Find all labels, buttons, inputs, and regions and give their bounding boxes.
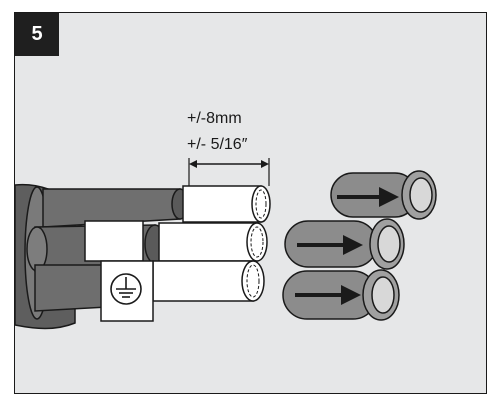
conductor-bottom	[152, 260, 265, 302]
arrow-right-icon	[337, 187, 399, 207]
sleeve-bottom	[282, 269, 400, 321]
sleeve-middle	[284, 218, 405, 270]
conductor-middle	[158, 222, 268, 262]
strip-length-dimension: +/-8mm +/- 5/16″	[187, 110, 270, 186]
conductor-top	[182, 185, 271, 223]
instruction-panel: 5	[14, 12, 487, 394]
dimension-metric: +/-8mm	[187, 110, 242, 127]
core-middle	[26, 220, 166, 272]
step-badge: 5	[15, 13, 59, 56]
earth-ground-icon	[110, 273, 142, 305]
cable-assembly-illustration: +/-8mm +/- 5/16″	[15, 110, 437, 330]
arrow-right-icon	[297, 235, 363, 255]
ground-label-tag	[100, 260, 154, 322]
dimension-imperial: +/- 5/16″	[187, 136, 248, 153]
arrow-right-icon	[295, 285, 361, 305]
sleeve-top	[330, 170, 437, 220]
